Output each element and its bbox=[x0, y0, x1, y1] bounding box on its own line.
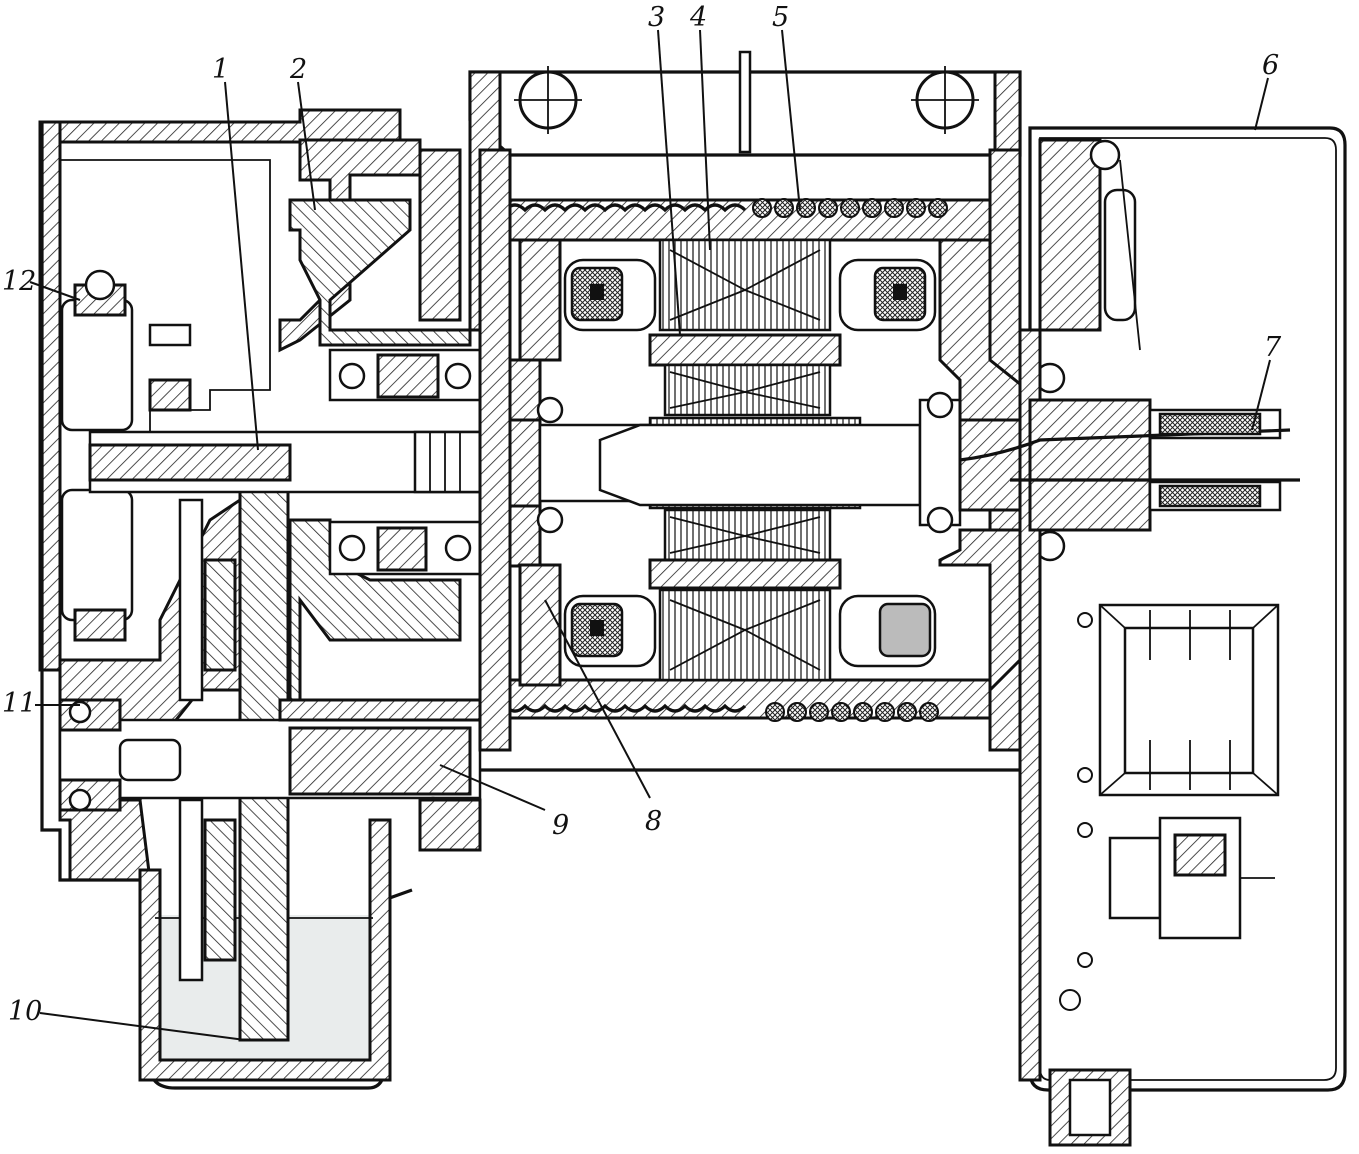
callout-12: 12 bbox=[2, 266, 36, 297]
callout-4: 4 bbox=[689, 2, 707, 33]
heater-loop bbox=[787, 702, 807, 722]
heater-loop bbox=[875, 702, 895, 722]
heater-loop bbox=[919, 702, 939, 722]
callout-10: 10 bbox=[8, 996, 42, 1027]
stator-core bbox=[658, 238, 832, 682]
callout-7: 7 bbox=[1264, 332, 1282, 363]
heater-coil-upper bbox=[752, 198, 948, 218]
heater-loop bbox=[862, 198, 882, 218]
heater-loop bbox=[809, 702, 829, 722]
callout-9: 9 bbox=[552, 810, 569, 841]
callouts: 1 2 3 4 5 6 7 8 9 10 11 12 bbox=[2, 2, 1282, 1027]
brake-disc-pack bbox=[178, 498, 237, 982]
callout-2: 2 bbox=[289, 54, 307, 85]
end-shield-left bbox=[518, 238, 564, 687]
heater-loop bbox=[840, 198, 860, 218]
heater-loop bbox=[818, 198, 838, 218]
sump-wall bbox=[138, 818, 392, 1082]
heater-loop bbox=[774, 198, 794, 218]
callout-8: 8 bbox=[645, 806, 662, 837]
brake-electromagnet bbox=[60, 269, 192, 642]
end-shield-right bbox=[926, 238, 1066, 694]
gearbox-bearing-lower bbox=[328, 520, 482, 576]
heater-loop bbox=[897, 702, 917, 722]
heater-loop bbox=[928, 198, 948, 218]
gearbox-bearing-upper bbox=[328, 348, 482, 402]
stator-housing bbox=[478, 148, 1030, 772]
stator-winding bbox=[563, 258, 937, 668]
heater-loop bbox=[765, 702, 785, 722]
callout-6: 6 bbox=[1262, 50, 1279, 81]
callout-11: 11 bbox=[2, 688, 36, 719]
leader-lines bbox=[29, 29, 1271, 1041]
contactor bbox=[1098, 603, 1280, 797]
heater-loop bbox=[752, 198, 772, 218]
heater-loop bbox=[853, 702, 873, 722]
heater-coil-lower bbox=[765, 702, 939, 722]
limit-switch bbox=[1108, 816, 1275, 940]
heater-loop bbox=[796, 198, 816, 218]
box-bolts bbox=[1059, 612, 1093, 1011]
callout-3: 3 bbox=[648, 2, 665, 33]
cable-gland bbox=[959, 398, 1300, 532]
main-shaft bbox=[88, 430, 492, 494]
large-gear-wheel bbox=[238, 198, 472, 1042]
heater-loop bbox=[884, 198, 904, 218]
motor-shaft bbox=[598, 398, 1022, 527]
heater-loop bbox=[906, 198, 926, 218]
callout-1: 1 bbox=[212, 54, 229, 85]
heater-loop bbox=[831, 702, 851, 722]
callout-5: 5 bbox=[772, 2, 789, 33]
right-brake-magnet bbox=[1038, 138, 1141, 351]
